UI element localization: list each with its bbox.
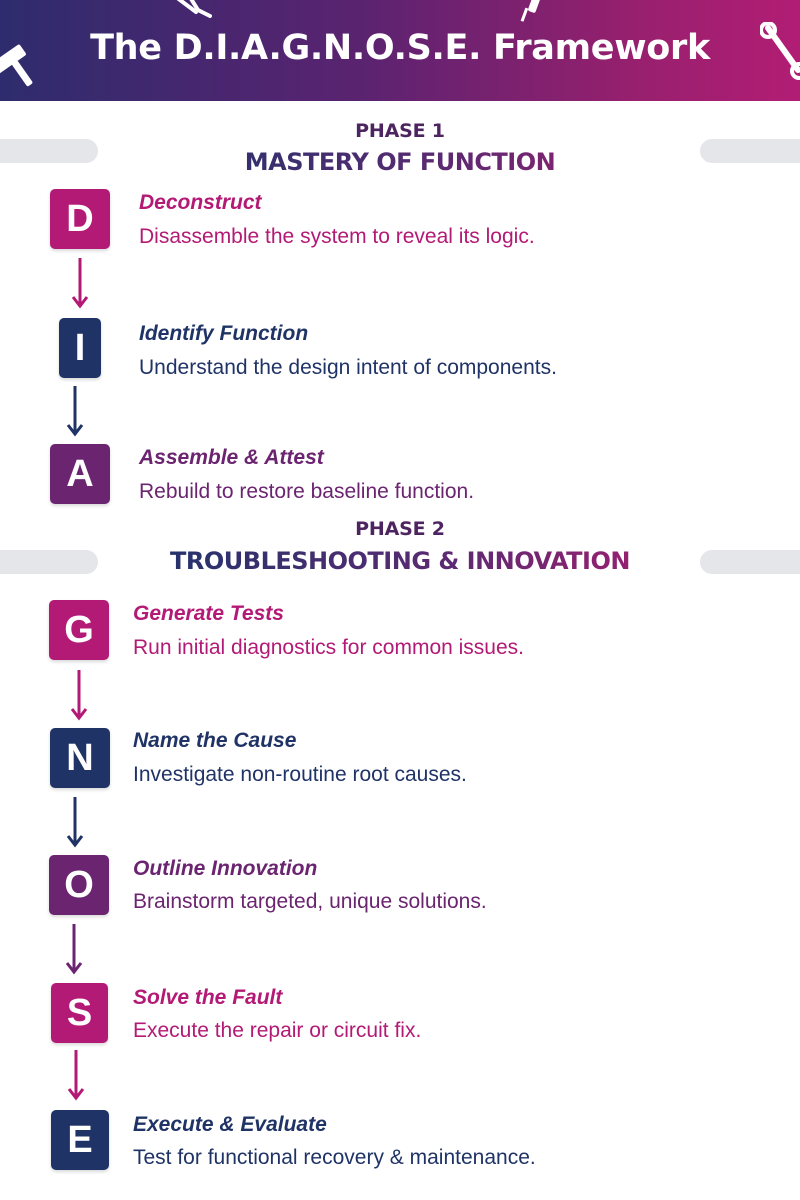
letter-box-i: I — [59, 318, 101, 378]
step-desc-generate-tests: Run initial diagnostics for common issue… — [133, 636, 525, 659]
step-title-name-the-cause: Name the Cause — [133, 729, 297, 752]
step-desc-deconstruct: Disassemble the system to reveal its log… — [139, 225, 535, 248]
header-banner: The D.I.A.G.N.O.S.E. Framework — [0, 0, 800, 101]
phase2-left-pill — [0, 550, 98, 574]
step-title-outline-innovation: Outline Innovation — [133, 857, 318, 880]
phase2-label: PHASE 2 — [355, 518, 445, 540]
step-desc-name-the-cause: Investigate non-routine root causes. — [133, 763, 467, 786]
step-desc-outline-innovation: Brainstorm targeted, unique solutions. — [133, 890, 487, 913]
letter-box-n: N — [50, 728, 110, 788]
letter-box-e: E — [51, 1110, 109, 1170]
phase1-right-pill — [700, 139, 800, 163]
letter-box-o: O — [49, 855, 109, 915]
phase2-right-pill — [700, 550, 800, 574]
down-arrow-icon — [70, 670, 88, 721]
letter-box-d: D — [50, 189, 110, 249]
step-desc-identify-function: Understand the design intent of componen… — [139, 356, 557, 379]
step-title-execute-evaluate: Execute & Evaluate — [133, 1113, 327, 1136]
letter-box-a: A — [50, 444, 110, 504]
phase1-left-pill — [0, 139, 98, 163]
page-title: The D.I.A.G.N.O.S.E. Framework — [90, 28, 710, 68]
down-arrow-icon — [67, 1050, 85, 1101]
step-desc-assemble-attest: Rebuild to restore baseline function. — [139, 480, 475, 503]
step-desc-execute-evaluate: Test for functional recovery & maintenan… — [133, 1146, 536, 1169]
letter-box-g: G — [49, 600, 109, 660]
letter-box-s: S — [51, 983, 108, 1043]
phase2-title: TROUBLESHOOTING & INNOVATION — [0, 547, 800, 575]
screwdriver-icon — [520, 0, 541, 22]
wrench-icon — [760, 22, 800, 80]
step-title-identify-function: Identify Function — [139, 322, 309, 345]
pliers-icon — [176, 0, 212, 18]
down-arrow-icon — [71, 258, 89, 309]
step-desc-solve-the-fault: Execute the repair or circuit fix. — [133, 1019, 422, 1042]
down-arrow-icon — [66, 797, 84, 848]
step-title-generate-tests: Generate Tests — [133, 602, 284, 625]
down-arrow-icon — [66, 386, 84, 437]
hammer-icon — [0, 44, 33, 87]
down-arrow-icon — [65, 924, 83, 975]
phase1-title: MASTERY OF FUNCTION — [0, 148, 800, 176]
step-title-solve-the-fault: Solve the Fault — [133, 986, 283, 1009]
step-title-assemble-attest: Assemble & Attest — [139, 446, 324, 469]
step-title-deconstruct: Deconstruct — [139, 191, 262, 214]
phase1-label: PHASE 1 — [355, 120, 445, 142]
